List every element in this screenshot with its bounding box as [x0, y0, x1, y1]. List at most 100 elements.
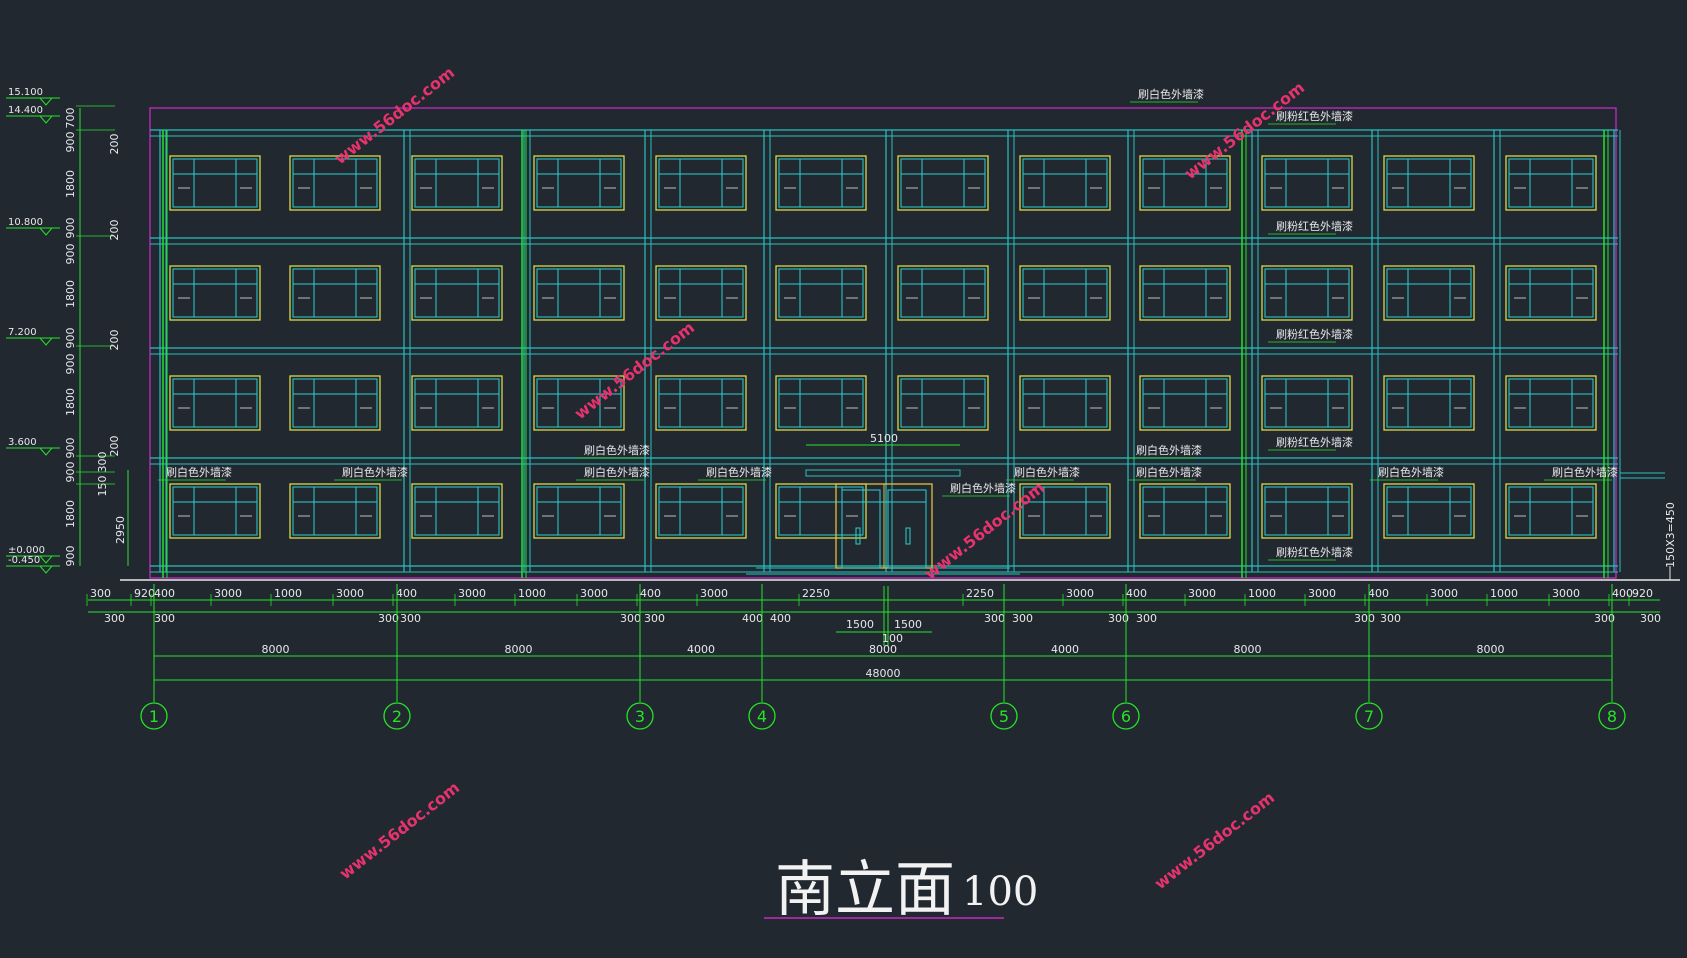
top-dim: 3000 — [700, 587, 728, 600]
second-dim: 300 — [1640, 612, 1661, 625]
left-dim-small: 150 — [96, 476, 109, 497]
second-dim: 300 — [378, 612, 399, 625]
axis-label: 8 — [1607, 707, 1617, 726]
drawing-title: 南立面 — [775, 855, 955, 925]
material-note: 刷粉红色外墙漆 — [1276, 327, 1353, 341]
window-sash — [172, 378, 258, 428]
second-dim: 300 — [620, 612, 641, 625]
level-symbol — [38, 555, 54, 564]
second-dim: 300 — [104, 612, 125, 625]
level-value: ±0.000 — [8, 545, 45, 556]
window-sash — [778, 158, 864, 208]
left-dim-small: 2950 — [114, 516, 127, 544]
window-frame — [1383, 155, 1475, 211]
axis-label: 7 — [1364, 707, 1374, 726]
canopy-dim: 5100 — [870, 432, 898, 445]
window-frame — [289, 375, 381, 431]
window-frame — [1505, 375, 1597, 431]
window-sash — [1142, 158, 1228, 208]
left-dim: 1800 — [64, 280, 77, 308]
window-frame — [411, 375, 503, 431]
window — [1019, 155, 1111, 211]
window-frame — [1505, 155, 1597, 211]
window — [1261, 155, 1353, 211]
level-value: -0.450 — [8, 555, 40, 566]
bay-dim: 4000 — [687, 643, 715, 656]
window-frame — [411, 265, 503, 321]
material-note: 刷白色外墙漆 — [1136, 465, 1202, 479]
window-frame — [1019, 265, 1111, 321]
axis-bubble — [748, 702, 776, 730]
top-dim: 3000 — [214, 587, 242, 600]
window-frame — [533, 265, 625, 321]
bay-dim: 4000 — [1051, 643, 1079, 656]
window-sash — [900, 268, 986, 318]
top-dim: 400 — [1126, 587, 1147, 600]
window-sash — [900, 158, 986, 208]
window — [411, 155, 503, 211]
watermark: www.56doc.com — [331, 63, 458, 168]
material-note: 刷白色外墙漆 — [1378, 465, 1444, 479]
level-value: 15.100 — [8, 87, 43, 98]
material-note: 刷白色外墙漆 — [584, 443, 650, 457]
top-dim: 400 — [154, 587, 175, 600]
window-frame — [775, 155, 867, 211]
window-frame — [169, 155, 261, 211]
window-sash — [1264, 158, 1350, 208]
watermark: www.56doc.com — [1151, 788, 1278, 893]
window — [897, 155, 989, 211]
window-sash — [1022, 378, 1108, 428]
window-frame — [655, 265, 747, 321]
window — [1505, 155, 1597, 211]
window — [655, 265, 747, 321]
window — [289, 155, 381, 211]
window — [1261, 483, 1353, 539]
window-sash — [1264, 268, 1350, 318]
window — [897, 265, 989, 321]
window-frame — [1019, 483, 1111, 539]
left-dim: 900 — [64, 438, 77, 459]
window-sash — [536, 158, 622, 208]
left-dim: 700 — [64, 108, 77, 129]
axis-bubble — [1355, 702, 1383, 730]
left-dim: 1800 — [64, 170, 77, 198]
material-note: 刷白色外墙漆 — [342, 465, 408, 479]
window-frame — [775, 265, 867, 321]
watermark: www.56doc.com — [571, 318, 698, 423]
top-dim: 1000 — [518, 587, 546, 600]
axis-label: 3 — [635, 707, 645, 726]
window-sash — [1508, 378, 1594, 428]
window-sash — [1022, 486, 1108, 536]
top-dim: 300 — [90, 587, 111, 600]
window — [655, 483, 747, 539]
window-frame — [655, 375, 747, 431]
window — [1019, 265, 1111, 321]
window-frame — [1139, 155, 1231, 211]
window-frame — [533, 155, 625, 211]
material-note: 刷白色外墙漆 — [1014, 465, 1080, 479]
window — [289, 265, 381, 321]
top-dim: 3000 — [336, 587, 364, 600]
material-note: 刷粉红色外墙漆 — [1276, 219, 1353, 233]
window-frame — [897, 155, 989, 211]
window — [1139, 483, 1231, 539]
level-symbol — [38, 97, 54, 106]
window-sash — [536, 268, 622, 318]
window — [775, 483, 867, 539]
window — [775, 155, 867, 211]
window — [411, 483, 503, 539]
top-dim: 400 — [396, 587, 417, 600]
second-dim: 300 — [1354, 612, 1375, 625]
window-frame — [533, 483, 625, 539]
door-leaf — [887, 489, 927, 569]
second-dim: 300 — [644, 612, 665, 625]
top-dim: 3000 — [1430, 587, 1458, 600]
level-symbol — [38, 447, 54, 456]
drawing-scale: 100 — [962, 869, 1038, 915]
window-sash — [1264, 486, 1350, 536]
material-note: 刷白色外墙漆 — [950, 481, 1016, 495]
door-handle — [905, 527, 911, 545]
window-sash — [414, 268, 500, 318]
window-frame — [1383, 375, 1475, 431]
